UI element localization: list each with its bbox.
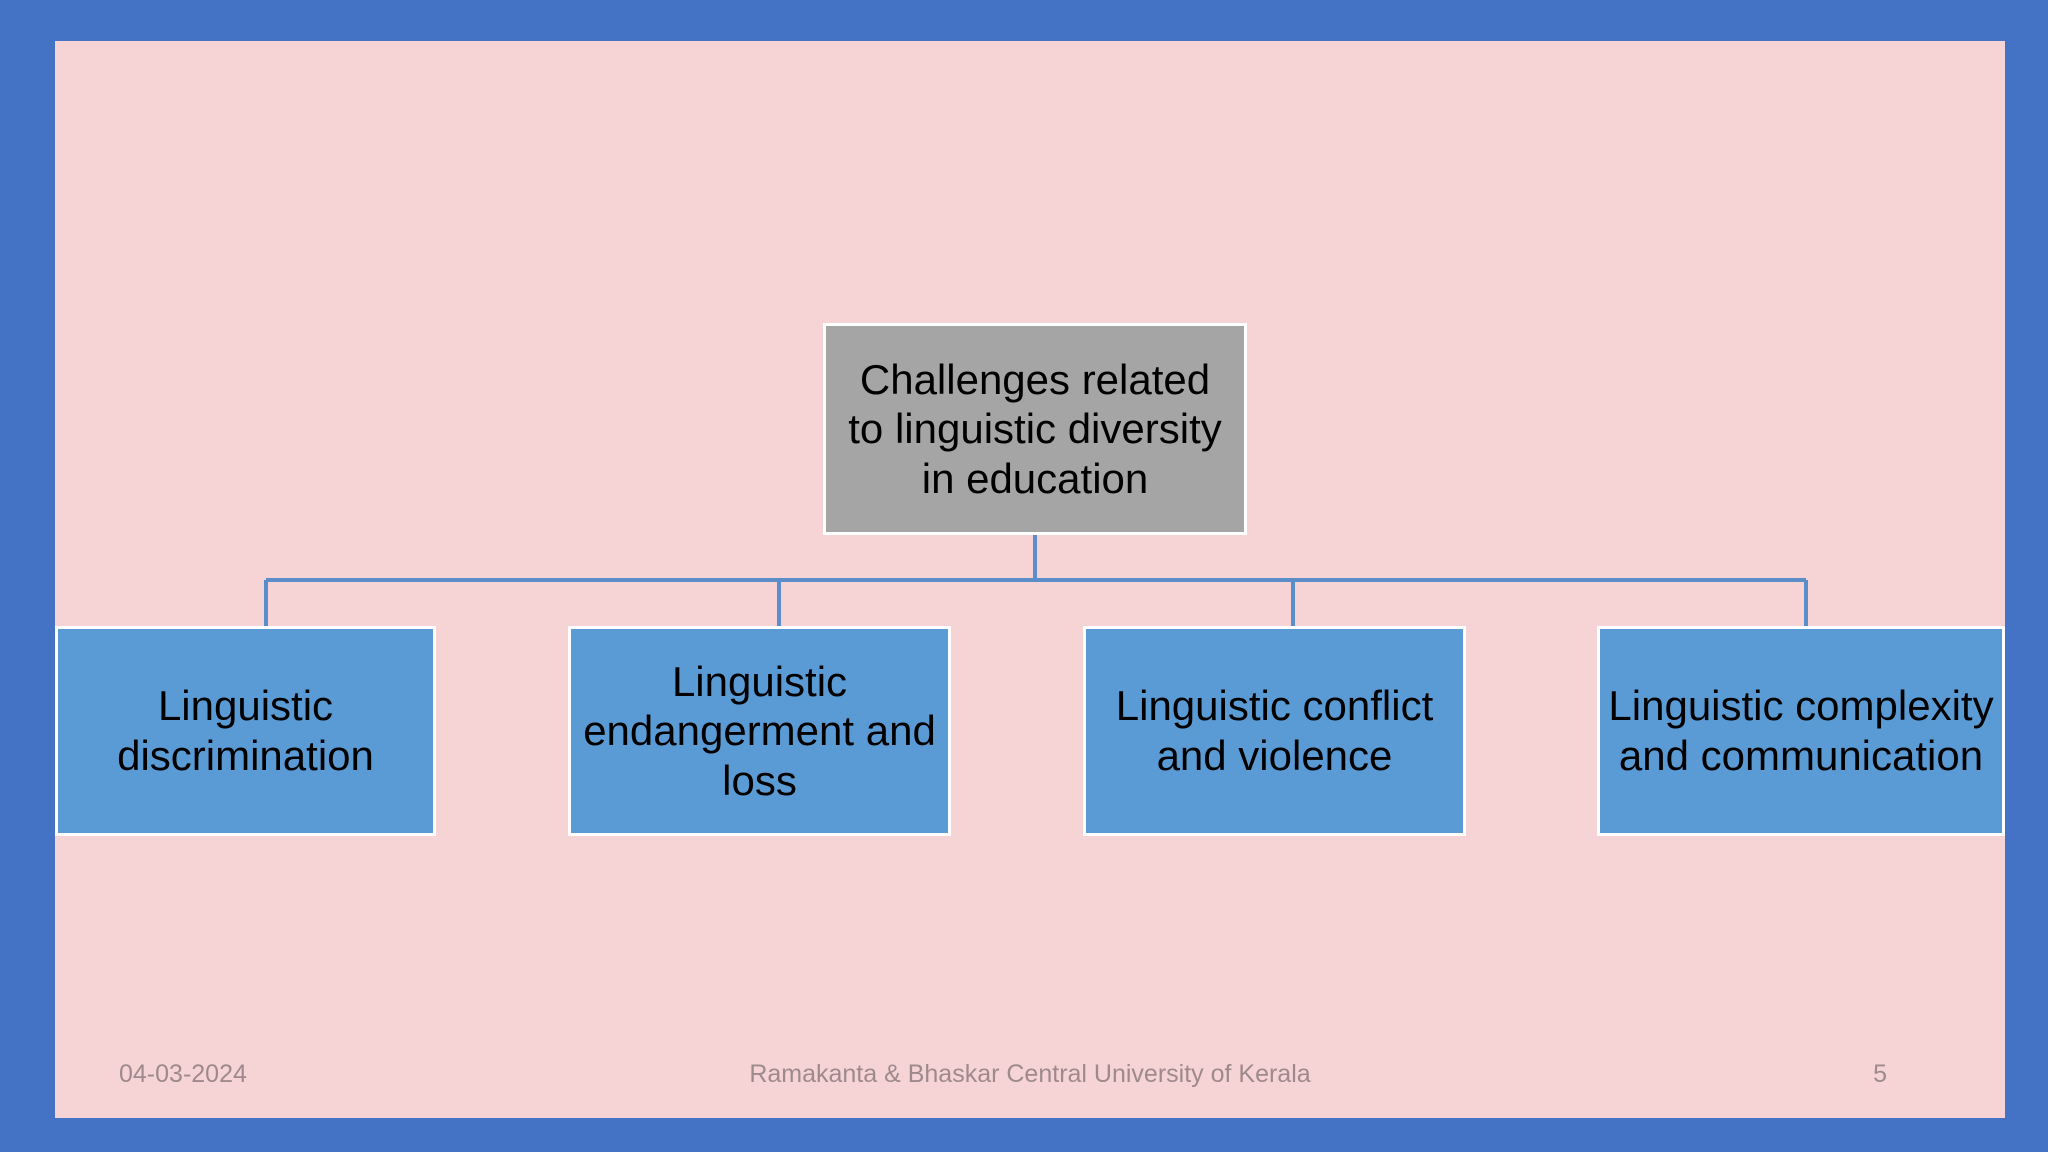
node-child-linguistic-complexity-and-communication[interactable]: Linguistic complexity and communication bbox=[1597, 626, 2005, 836]
node-child-linguistic-conflict-and-violence[interactable]: Linguistic conflict and violence bbox=[1083, 626, 1466, 836]
node-root[interactable]: Challenges related to linguistic diversi… bbox=[823, 323, 1247, 535]
footer-date: 04-03-2024 bbox=[119, 1060, 247, 1088]
connector-lines bbox=[264, 535, 1808, 626]
slide-footer: 04-03-2024 Ramakanta & Bhaskar Central U… bbox=[55, 1060, 2005, 1100]
slide-canvas: Challenges related to linguistic diversi… bbox=[55, 41, 2005, 1118]
hierarchy-diagram: Challenges related to linguistic diversi… bbox=[55, 41, 2005, 1118]
node-child-linguistic-endangerment-and-loss[interactable]: Linguistic endangerment and loss bbox=[568, 626, 951, 836]
node-child-linguistic-discrimination[interactable]: Linguistic discrimination bbox=[55, 626, 436, 836]
footer-center-text: Ramakanta & Bhaskar Central University o… bbox=[749, 1060, 1311, 1088]
footer-page-number: 5 bbox=[1873, 1060, 1887, 1088]
